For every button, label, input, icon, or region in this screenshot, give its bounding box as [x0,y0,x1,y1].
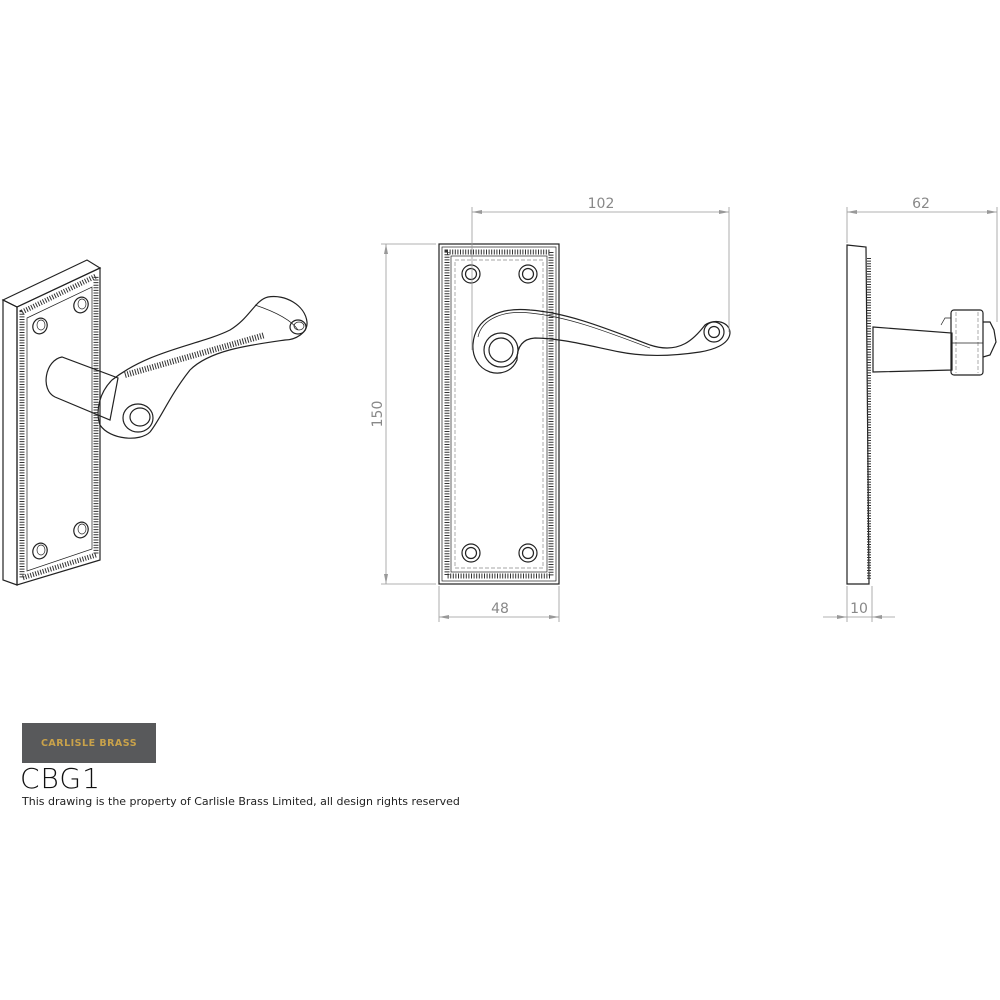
dimension-102: 102 [471,196,730,350]
dim-label-62: 62 [912,196,930,212]
copyright-notice: This drawing is the property of Carlisle… [22,795,460,808]
dim-label-102: 102 [588,196,615,212]
dim-label-150: 150 [370,401,386,428]
screw-holes [461,264,538,563]
dim-label-48: 48 [491,601,509,617]
isometric-view [1,259,308,586]
dimension-10: 10 [823,586,895,622]
side-view [846,244,997,585]
product-code: CBG1 [20,762,101,795]
dimension-62: 62 [846,196,998,322]
dimension-48: 48 [438,586,560,622]
dimension-150: 150 [370,243,436,585]
dim-label-10: 10 [850,601,868,617]
front-view [438,243,731,585]
carlisle-brass-logo: CARLISLE BRASS [22,723,156,763]
